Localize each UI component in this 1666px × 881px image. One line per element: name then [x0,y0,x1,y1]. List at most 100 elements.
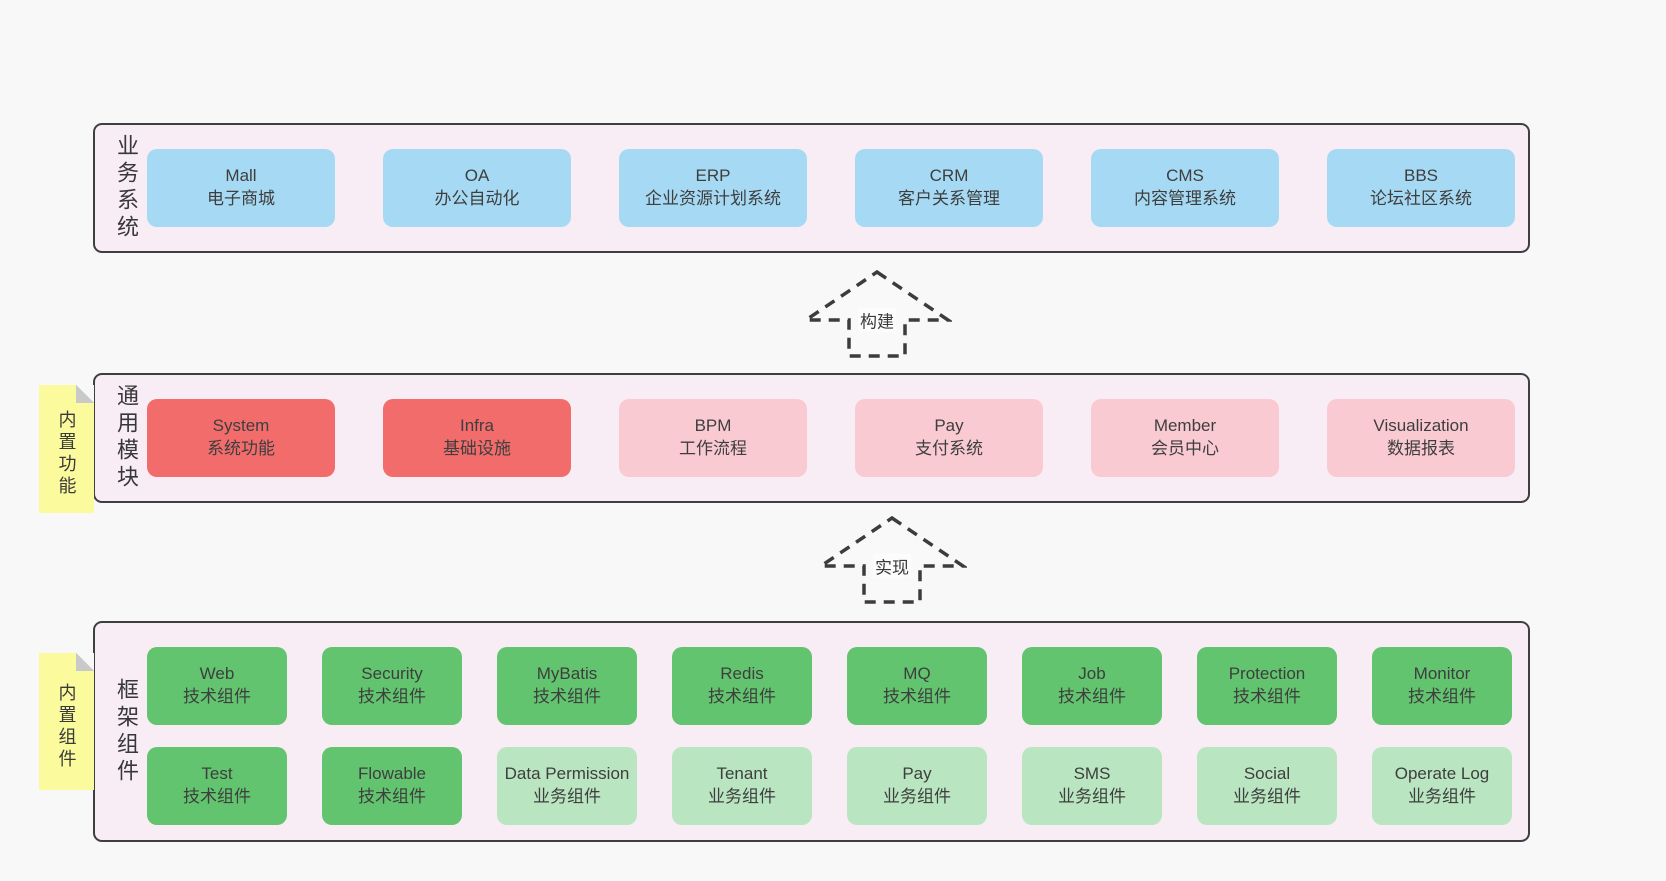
node-title: Infra [459,416,495,436]
node-data-permission: Data Permission 业务组件 [497,747,637,825]
layer-label-business: 业务系统 [114,134,139,242]
node-title: ERP [695,166,731,186]
node-subtitle: 内容管理系统 [1134,189,1236,208]
node-title: Visualization [1373,416,1469,436]
node-title: Data Permission [504,764,630,784]
node-title: Job [1078,664,1106,684]
node-subtitle: 技术组件 [183,687,251,706]
node-social: Social 业务组件 [1197,747,1337,825]
implement-arrow: 实现 [817,514,967,606]
folded-corner-icon [76,653,94,671]
node-bpm: BPM 工作流程 [619,399,807,477]
node-title: Test [201,764,233,784]
node-subtitle: 基础设施 [443,439,511,458]
node-pay: Pay 支付系统 [855,399,1043,477]
node-title: CRM [929,166,969,186]
node-subtitle: 数据报表 [1387,439,1455,458]
node-title: System [212,416,270,436]
node-mybatis: MyBatis 技术组件 [497,647,637,725]
node-oa: OA 办公自动化 [383,149,571,227]
sticky-note-label: 内置组件 [56,682,77,771]
node-title: CMS [1166,166,1204,186]
node-test: Test 技术组件 [147,747,287,825]
node-subtitle: 技术组件 [883,687,951,706]
node-title: Mall [225,166,257,186]
common-modules-layer: 通用模块 System 系统功能 Infra 基础设施 BPM 工作流程 Pay… [93,373,1530,503]
node-subtitle: 技术组件 [1408,687,1476,706]
node-title: Tenant [716,764,768,784]
node-operate-log: Operate Log 业务组件 [1372,747,1512,825]
node-sms: SMS 业务组件 [1022,747,1162,825]
node-bbs: BBS 论坛社区系统 [1327,149,1515,227]
node-pay-biz: Pay 业务组件 [847,747,987,825]
node-title: Social [1243,764,1291,784]
sticky-note-built-in-features: 内置功能 [39,385,94,513]
sticky-note-built-in-components: 内置组件 [39,653,94,790]
framework-components-layer: 框架组件 Web 技术组件 Security 技术组件 MyBatis 技术组件… [93,621,1530,842]
node-subtitle: 业务组件 [533,787,601,806]
node-crm: CRM 客户关系管理 [855,149,1043,227]
node-subtitle: 会员中心 [1151,439,1219,458]
node-title: Member [1153,416,1217,436]
node-security: Security 技术组件 [322,647,462,725]
node-subtitle: 技术组件 [358,687,426,706]
node-flowable: Flowable 技术组件 [322,747,462,825]
node-member: Member 会员中心 [1091,399,1279,477]
node-infra: Infra 基础设施 [383,399,571,477]
node-subtitle: 业务组件 [1058,787,1126,806]
build-arrow-label: 构建 [858,307,896,333]
node-subtitle: 办公自动化 [434,189,520,208]
node-subtitle: 业务组件 [708,787,776,806]
node-subtitle: 业务组件 [1408,787,1476,806]
node-subtitle: 系统功能 [207,439,275,458]
node-mall: Mall 电子商城 [147,149,335,227]
node-subtitle: 业务组件 [883,787,951,806]
node-erp: ERP 企业资源计划系统 [619,149,807,227]
node-mq: MQ 技术组件 [847,647,987,725]
node-title: OA [464,166,490,186]
node-subtitle: 工作流程 [679,439,747,458]
node-subtitle: 技术组件 [708,687,776,706]
node-title: Security [361,664,423,684]
layer-label-components: 框架组件 [114,677,139,786]
node-subtitle: 技术组件 [533,687,601,706]
node-web: Web 技术组件 [147,647,287,725]
node-monitor: Monitor 技术组件 [1372,647,1512,725]
node-redis: Redis 技术组件 [672,647,812,725]
node-subtitle: 技术组件 [358,787,426,806]
node-title: BPM [694,416,732,436]
build-arrow: 构建 [802,268,952,360]
node-title: Web [199,664,235,684]
node-title: Protection [1228,664,1306,684]
node-title: Redis [720,664,764,684]
node-subtitle: 电子商城 [207,189,275,208]
sticky-note-label: 内置功能 [56,410,77,499]
node-subtitle: 企业资源计划系统 [645,189,781,208]
node-system: System 系统功能 [147,399,335,477]
node-subtitle: 技术组件 [1233,687,1301,706]
node-cms: CMS 内容管理系统 [1091,149,1279,227]
node-visualization: Visualization 数据报表 [1327,399,1515,477]
business-systems-layer: 业务系统 Mall 电子商城 OA 办公自动化 ERP 企业资源计划系统 CRM… [93,123,1530,253]
node-title: Operate Log [1394,764,1490,784]
node-subtitle: 业务组件 [1233,787,1301,806]
node-title: Pay [902,764,932,784]
node-title: MQ [903,664,931,684]
node-title: Flowable [357,764,427,784]
implement-arrow-label: 实现 [873,553,911,579]
node-tenant: Tenant 业务组件 [672,747,812,825]
node-title: BBS [1403,166,1439,186]
node-protection: Protection 技术组件 [1197,647,1337,725]
node-title: Pay [934,416,964,436]
folded-corner-icon [76,385,94,403]
node-subtitle: 客户关系管理 [898,189,1000,208]
node-job: Job 技术组件 [1022,647,1162,725]
layer-label-modules: 通用模块 [114,384,139,492]
node-title: SMS [1073,764,1111,784]
node-subtitle: 支付系统 [915,439,983,458]
node-title: Monitor [1413,664,1471,684]
node-subtitle: 技术组件 [183,787,251,806]
node-subtitle: 技术组件 [1058,687,1126,706]
node-title: MyBatis [536,664,598,684]
